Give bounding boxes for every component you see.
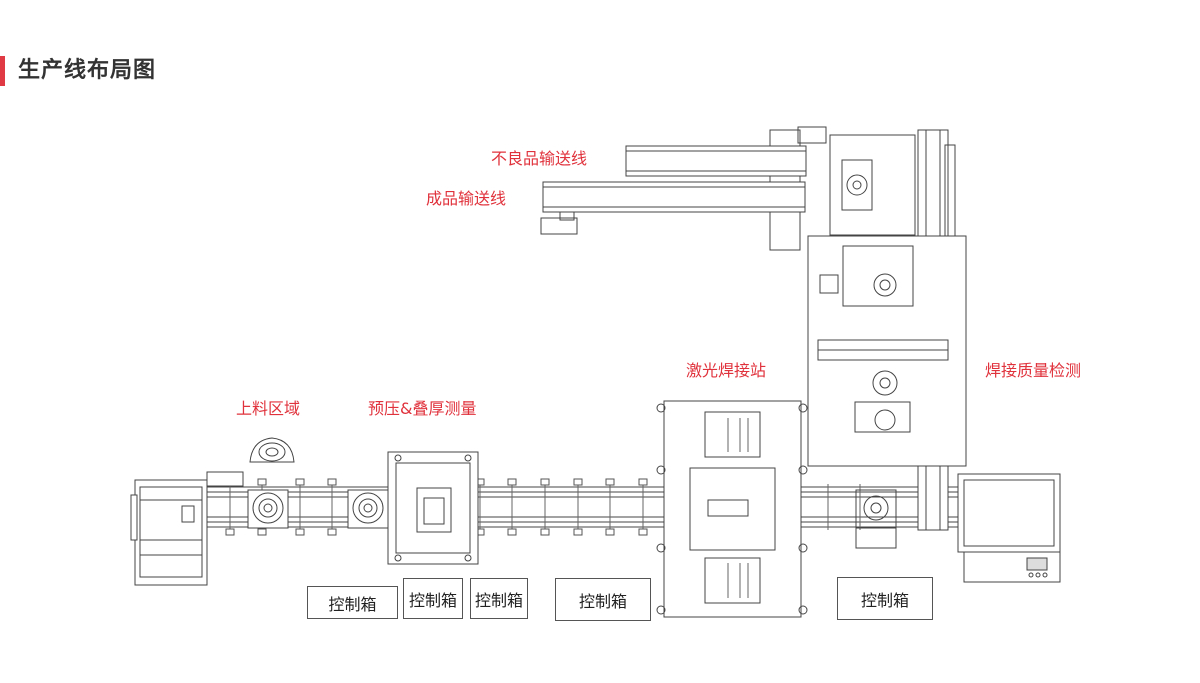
weld-inspection-area [807, 235, 967, 549]
page-title: 生产线布局图 [18, 58, 157, 83]
loading-robot [181, 437, 295, 523]
control-box: 控制箱 [403, 578, 463, 619]
label-reject-conveyor: 不良品输送线 [491, 149, 588, 168]
title-accent-bar [0, 56, 5, 86]
label-laser-welding: 激光焊接站 [686, 361, 767, 380]
prepress-station [387, 451, 479, 565]
label-weld-quality: 焊接质量检测 [985, 361, 1082, 380]
control-box: 控制箱 [470, 578, 528, 619]
label-prepress-thickness: 预压&叠厚测量 [368, 399, 477, 418]
fixture-2 [347, 489, 389, 529]
control-cabinet [957, 473, 1061, 583]
main-conveyor [204, 478, 966, 536]
control-box: 控制箱 [555, 578, 651, 621]
control-box: 控制箱 [837, 577, 933, 620]
reject-conveyor [625, 145, 807, 177]
label-loading-area: 上料区域 [236, 399, 301, 418]
label-finished-conveyor: 成品输送线 [426, 189, 507, 208]
control-box: 控制箱 [307, 586, 398, 619]
loading-cart [130, 479, 208, 586]
fixture-1 [247, 489, 289, 529]
laser-welding-station [656, 400, 808, 618]
finished-conveyor [540, 181, 806, 235]
